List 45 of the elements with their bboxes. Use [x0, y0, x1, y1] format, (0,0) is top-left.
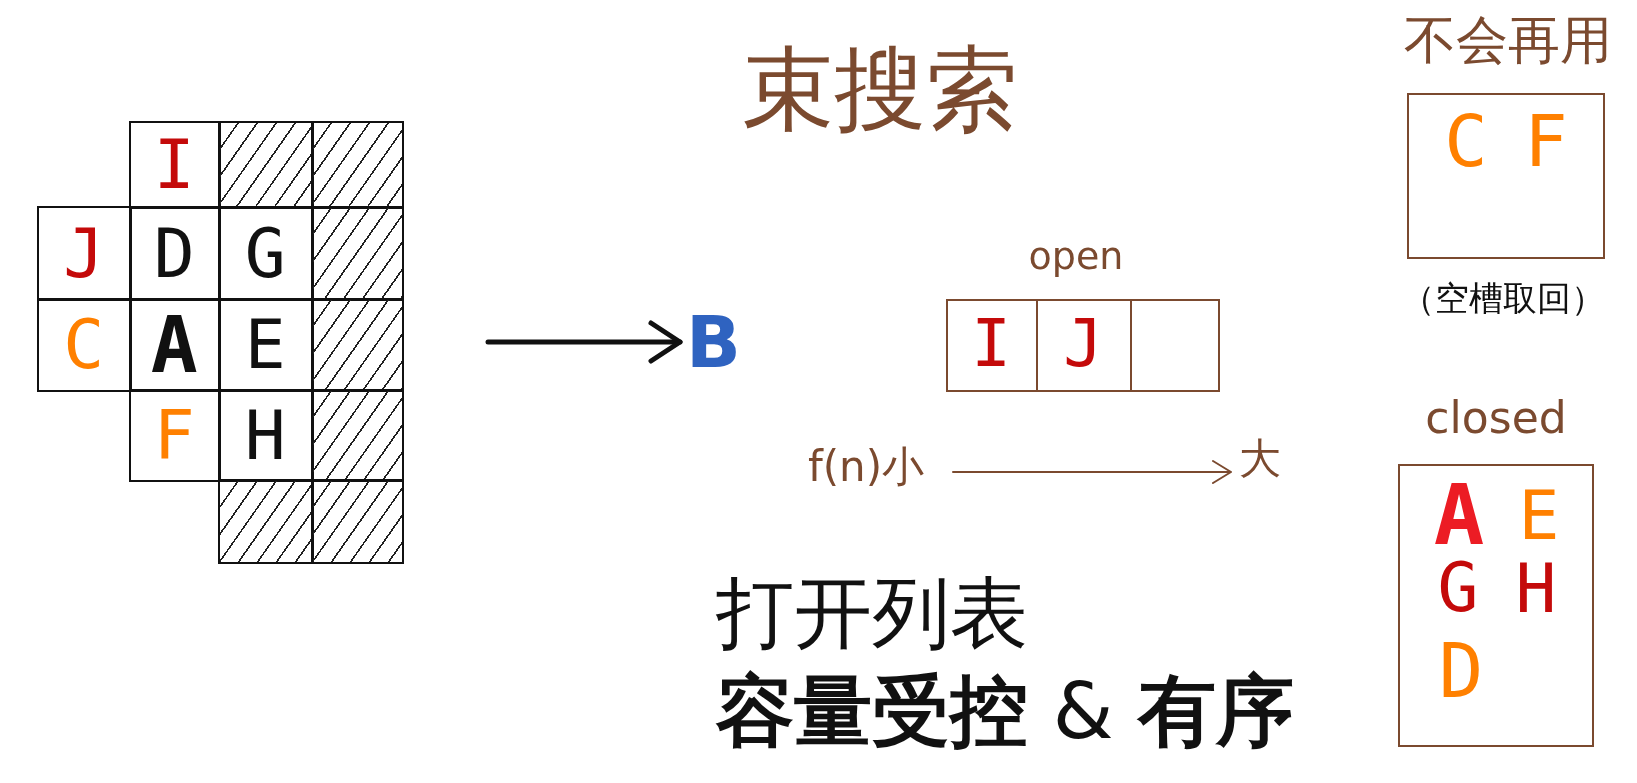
slot-letter: J: [1063, 311, 1103, 377]
hatched-cell: [311, 298, 404, 392]
box-heading: 不会再用: [1404, 14, 1612, 66]
grid-letter: I: [153, 131, 195, 200]
grid-letter: D: [153, 219, 195, 288]
scale-label: f(n)小: [807, 446, 925, 488]
grid-letter: G: [244, 219, 286, 288]
list-heading: open: [1028, 237, 1124, 275]
list-heading: closed: [1425, 396, 1567, 440]
grid-letter: J: [63, 219, 105, 288]
hatched-cell: [311, 206, 404, 301]
grid-letter: C: [63, 311, 105, 380]
grid-cell: [129, 298, 221, 392]
closed-letter: D: [1438, 634, 1484, 708]
closed-letter: A: [1433, 473, 1485, 557]
hatched-cell: [218, 479, 314, 564]
state-letter: B: [686, 306, 741, 378]
grid-cell: [129, 389, 221, 482]
hatched-cell: [218, 121, 314, 209]
slot-letter: I: [971, 311, 1011, 377]
closed-letter: G: [1437, 554, 1479, 622]
grid-cell: [37, 206, 132, 301]
grid-letter: E: [244, 311, 286, 380]
summary-text: 打开列表: [716, 574, 1028, 652]
grid-cell: [37, 298, 132, 392]
box-letter: F: [1524, 105, 1568, 177]
grid-cell: [129, 121, 221, 209]
grid-cell: [218, 298, 314, 392]
scale-label: 大: [1239, 438, 1281, 480]
summary-text: 容量受控 & 有序: [716, 672, 1295, 750]
grid-cell: [218, 206, 314, 301]
grid-cell: [129, 206, 221, 301]
title: 束搜索: [742, 44, 1018, 136]
closed-letter: E: [1518, 482, 1560, 550]
grid-letter: F: [153, 401, 195, 470]
hatched-cell: [311, 479, 404, 564]
hatched-cell: [311, 389, 404, 482]
hatched-cell: [311, 121, 404, 209]
arrow: [485, 320, 683, 364]
grid-cell: [218, 389, 314, 482]
box-letter: C: [1444, 105, 1488, 177]
grid-letter: A: [150, 306, 198, 385]
closed-letter: H: [1515, 555, 1557, 623]
grid-letter: H: [244, 401, 286, 470]
box-note: （空槽取回）: [1401, 281, 1605, 315]
